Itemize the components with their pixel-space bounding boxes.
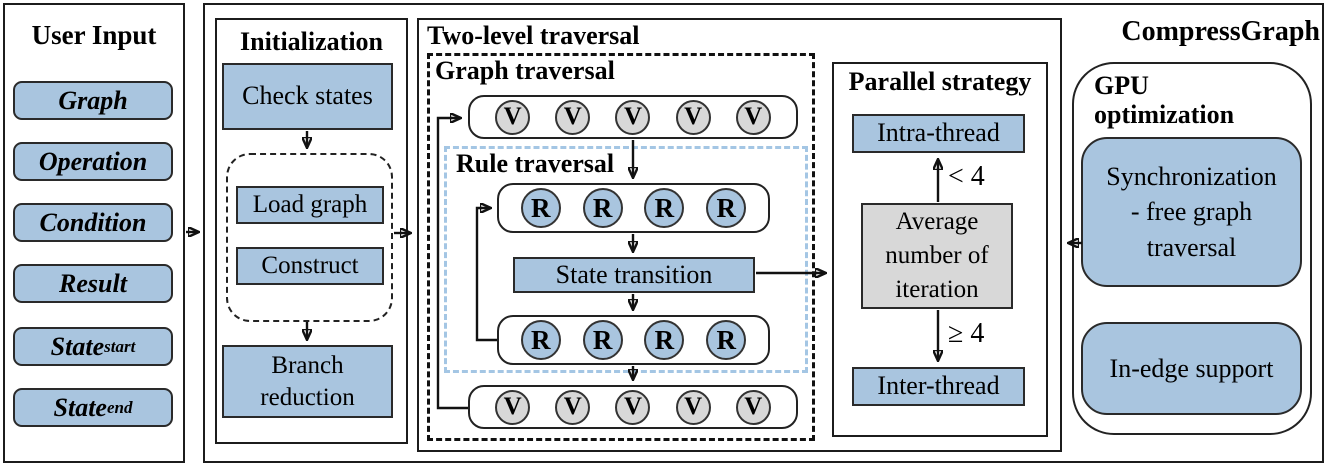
rule-node: R	[582, 320, 623, 360]
branch-reduction-box: Branch reduction	[222, 345, 393, 418]
gpu-optimization-label: GPU optimization	[1094, 71, 1235, 129]
vertex-node: V	[495, 99, 531, 135]
rule-traversal-label: Rule traversal	[456, 149, 615, 178]
input-result-box: Result	[13, 264, 173, 303]
vertex-node: V	[735, 99, 771, 135]
vertex-node: V	[555, 99, 591, 135]
branch-reduction-line1: Branch	[271, 352, 344, 380]
two-level-traversal-title: Two-level traversal	[427, 21, 640, 50]
sync-line3: traversal	[1146, 232, 1237, 262]
inter-thread-box: Inter-thread	[852, 367, 1025, 406]
construct-box: Construct	[236, 247, 384, 285]
initialization-title: Initialization	[239, 27, 383, 56]
vertex-node: V	[735, 389, 771, 425]
rule-node: R	[520, 188, 561, 228]
rule-node: R	[582, 188, 623, 228]
input-condition-label: Condition	[39, 207, 147, 237]
gpu-label-line1: GPU	[1094, 71, 1149, 100]
rule-node: R	[520, 320, 561, 360]
user-input-title: User Input	[31, 20, 157, 50]
vertex-node: V	[555, 389, 591, 425]
check-states-box: Check states	[222, 63, 393, 130]
vertex-node: V	[495, 389, 531, 425]
parallel-strategy-title: Parallel strategy	[848, 67, 1032, 96]
input-state-end-label: State	[53, 392, 107, 422]
rule-row-top: R R R R	[497, 183, 770, 233]
rule-row-bottom: R R R R	[497, 315, 770, 365]
graph-traversal-group	[427, 53, 815, 441]
graph-traversal-label: Graph traversal	[435, 56, 615, 85]
intra-thread-box: Intra-thread	[852, 114, 1025, 153]
input-operation-label: Operation	[38, 146, 148, 176]
input-graph-label: Graph	[58, 85, 128, 115]
sync-line1: Synchronization	[1106, 162, 1277, 192]
state-transition-box: State transition	[513, 257, 755, 293]
load-graph-box: Load graph	[236, 186, 384, 224]
rule-node: R	[706, 188, 747, 228]
gpu-label-line2: optimization	[1094, 99, 1235, 129]
vertex-node: V	[615, 389, 651, 425]
average-line2: number of	[885, 242, 989, 270]
rule-node: R	[644, 320, 685, 360]
graph-loading-group	[226, 153, 393, 322]
input-operation-box: Operation	[13, 142, 173, 181]
vertex-row-top: V V V V V	[468, 95, 798, 139]
compressgraph-title: CompressGraph	[1121, 16, 1320, 47]
branch-reduction-line2: reduction	[260, 383, 355, 411]
rule-node: R	[706, 320, 747, 360]
vertex-node: V	[675, 389, 711, 425]
average-iteration-box: Average number of iteration	[861, 203, 1013, 309]
vertex-node: V	[615, 99, 651, 135]
input-result-label: Result	[59, 268, 127, 298]
average-line1: Average	[895, 208, 979, 236]
sync-free-traversal-box: Synchronization - free graph traversal	[1081, 137, 1302, 287]
average-line3: iteration	[895, 275, 979, 303]
sync-line2: - free graph	[1130, 197, 1253, 227]
in-edge-support-box: In-edge support	[1081, 322, 1302, 415]
vertex-node: V	[675, 99, 711, 135]
input-graph-box: Graph	[13, 81, 173, 120]
rule-node: R	[644, 188, 685, 228]
input-condition-box: Condition	[13, 203, 173, 242]
input-state-start-label: State	[50, 331, 105, 361]
condition-less-than-4: < 4	[948, 161, 985, 192]
condition-greater-equal-4: ≥ 4	[948, 318, 985, 349]
vertex-row-bottom: V V V V V	[468, 385, 798, 429]
